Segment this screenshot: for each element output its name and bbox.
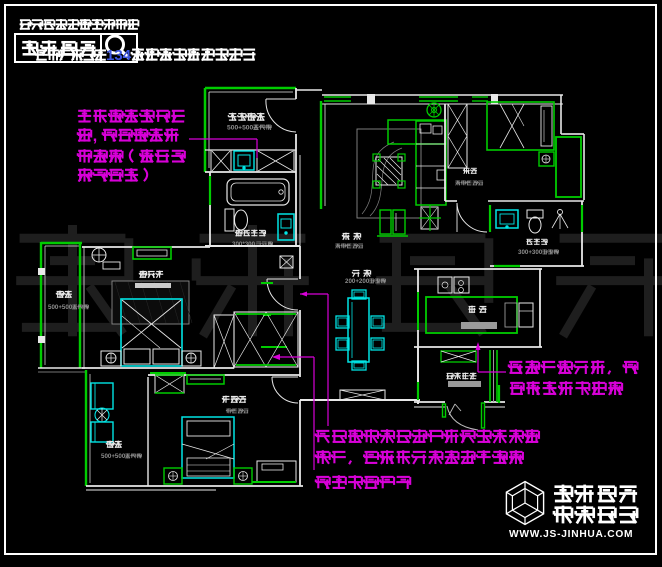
svg-text:,: , [93, 126, 98, 145]
svg-text:500+500: 500+500 [101, 453, 126, 460]
svg-text:500+500: 500+500 [48, 304, 73, 311]
svg-text:300+300: 300+300 [518, 249, 543, 256]
svg-text:500+500: 500+500 [227, 125, 254, 132]
svg-text:200+200: 200+200 [345, 278, 370, 285]
svg-text:300*300: 300*300 [232, 241, 256, 248]
svg-text:WWW.JS-JINHUA.COM: WWW.JS-JINHUA.COM [509, 529, 633, 540]
svg-text:134: 134 [106, 47, 132, 64]
